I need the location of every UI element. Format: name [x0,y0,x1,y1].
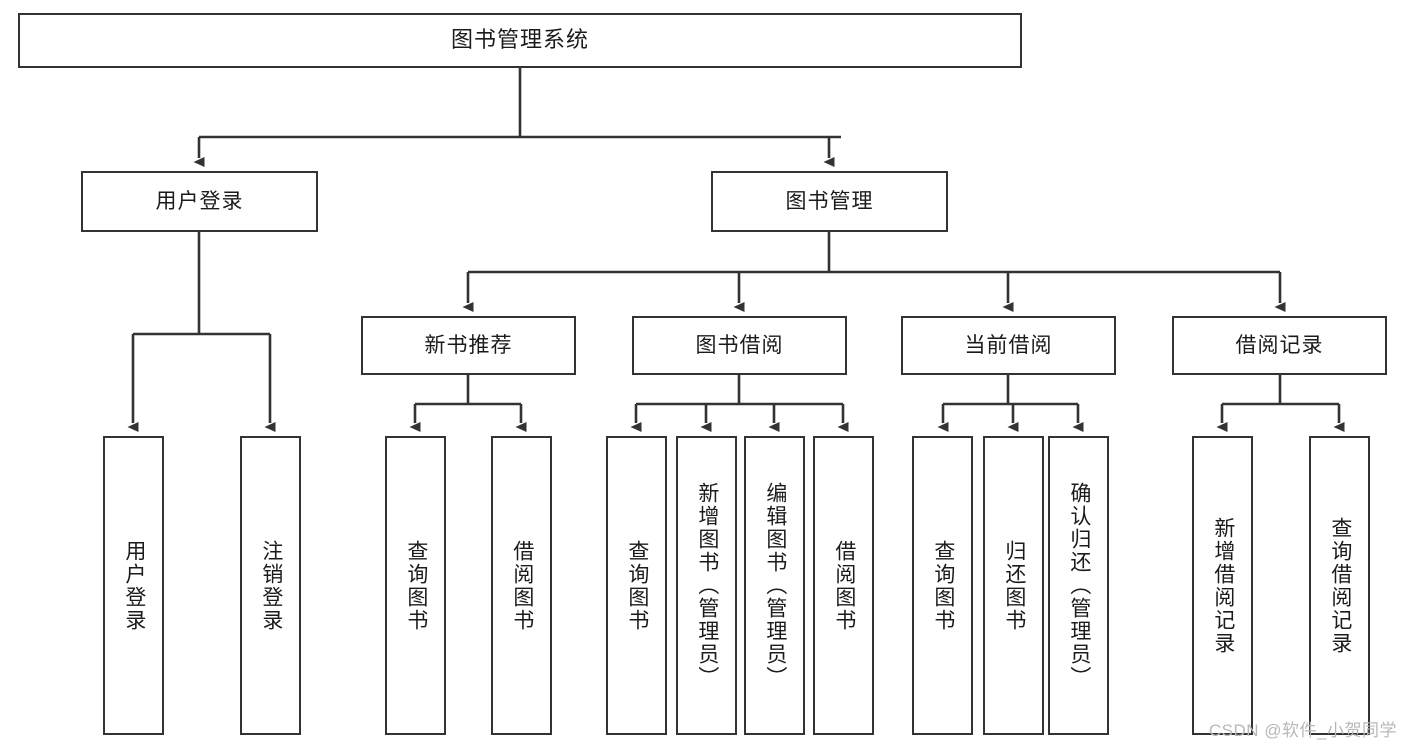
leaf-edit-book-admin[interactable]: 编辑图书（管理员） [744,436,805,735]
node-label: 查询借阅记录 [1328,516,1352,655]
node-label: 归还图书 [1002,539,1026,632]
node-label: 查询图书 [404,539,428,632]
node-borrow-record[interactable]: 借阅记录 [1172,316,1387,375]
node-root-book-management-system[interactable]: 图书管理系统 [18,13,1022,68]
node-label: 借阅图书 [510,539,534,632]
node-label: 借阅记录 [1235,333,1324,357]
node-user-login[interactable]: 用户登录 [81,171,318,232]
node-new-book-recommend[interactable]: 新书推荐 [361,316,576,375]
watermark-text: CSDN @软件_小贺同学 [1208,721,1397,740]
node-book-borrow[interactable]: 图书借阅 [632,316,847,375]
leaf-confirm-return-admin[interactable]: 确认归还（管理员） [1048,436,1109,735]
leaf-return-book[interactable]: 归还图书 [983,436,1044,735]
leaf-add-borrow-record[interactable]: 新增借阅记录 [1192,436,1253,735]
leaf-borrow-book[interactable]: 借阅图书 [813,436,874,735]
node-label: 编辑图书（管理员） [763,482,787,689]
leaf-user-login[interactable]: 用户登录 [103,436,164,735]
node-book-management[interactable]: 图书管理 [711,171,948,232]
node-label: 查询图书 [625,539,649,632]
node-label: 图书管理系统 [450,27,589,53]
node-label: 图书借阅 [695,333,784,357]
leaf-query-borrow-record[interactable]: 查询借阅记录 [1309,436,1370,735]
node-label: 当前借阅 [964,333,1053,357]
leaf-logout[interactable]: 注销登录 [240,436,301,735]
node-label: 查询图书 [931,539,955,632]
node-label: 新增借阅记录 [1211,516,1235,655]
node-label: 用户登录 [122,539,146,632]
leaf-query-book-current[interactable]: 查询图书 [912,436,973,735]
leaf-borrow-book-recommend[interactable]: 借阅图书 [491,436,552,735]
node-current-borrow[interactable]: 当前借阅 [901,316,1116,375]
node-label: 借阅图书 [832,539,856,632]
node-label: 新增图书（管理员） [695,482,719,689]
leaf-add-book-admin[interactable]: 新增图书（管理员） [676,436,737,735]
node-label: 用户登录 [155,189,244,213]
node-label: 注销登录 [259,539,283,632]
node-label: 新书推荐 [424,333,513,357]
node-label: 图书管理 [785,189,874,213]
leaf-query-book-recommend[interactable]: 查询图书 [385,436,446,735]
node-label: 确认归还（管理员） [1067,482,1091,689]
leaf-query-book-borrow[interactable]: 查询图书 [606,436,667,735]
